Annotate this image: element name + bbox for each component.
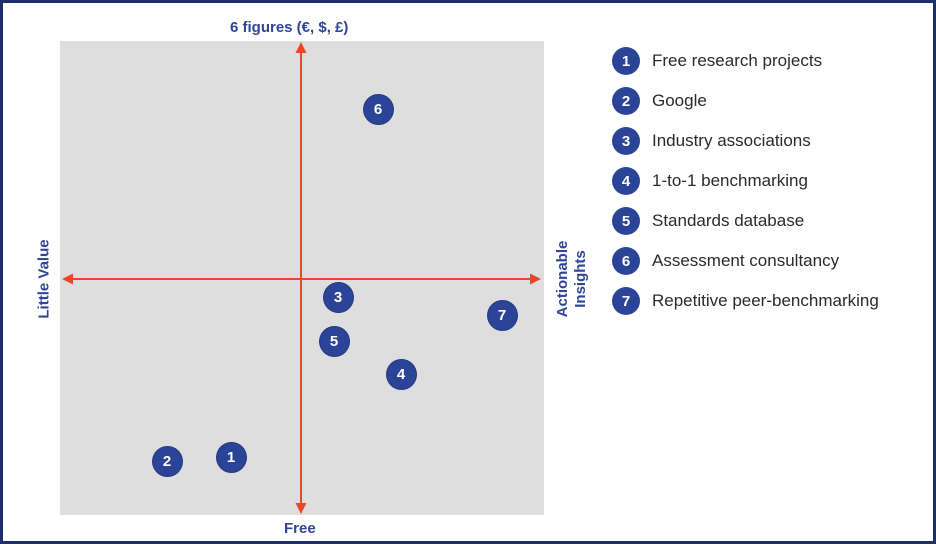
axis-label-bottom: Free bbox=[284, 520, 316, 537]
legend-item: 1 Free research projects bbox=[612, 41, 879, 81]
arrow-left-icon bbox=[62, 273, 73, 285]
legend-item: 7 Repetitive peer-benchmarking bbox=[612, 281, 879, 321]
legend-label: Free research projects bbox=[652, 51, 823, 70]
data-point-3: 3 bbox=[323, 282, 353, 312]
axis-label-top: 6 figures (€, $, £) bbox=[230, 19, 349, 36]
legend-number-badge: 5 bbox=[612, 207, 640, 235]
legend-number-badge: 2 bbox=[612, 87, 640, 115]
arrow-down-icon bbox=[295, 503, 307, 514]
legend-number-badge: 3 bbox=[612, 127, 640, 155]
legend-number-badge: 6 bbox=[612, 247, 640, 275]
legend-item: 5 Standards database bbox=[612, 201, 879, 241]
axis-label-left: Little Value bbox=[35, 239, 53, 319]
legend-label: 1-to-1 benchmarking bbox=[652, 171, 808, 190]
arrow-right-icon bbox=[530, 273, 541, 285]
legend-item: 3 Industry associations bbox=[612, 121, 879, 161]
legend: 1 Free research projects 2 Google 3 Indu… bbox=[612, 41, 879, 321]
data-point-7: 7 bbox=[487, 300, 517, 330]
data-point-4: 4 bbox=[386, 359, 416, 389]
axis-label-right: Actionable Insights bbox=[554, 240, 589, 318]
legend-item: 6 Assessment consultancy bbox=[612, 241, 879, 281]
legend-item: 4 1-to-1 benchmarking bbox=[612, 161, 879, 201]
legend-number-badge: 7 bbox=[612, 287, 640, 315]
legend-number-badge: 4 bbox=[612, 167, 640, 195]
legend-label: Repetitive peer-benchmarking bbox=[652, 291, 879, 310]
legend-label: Standards database bbox=[652, 211, 805, 230]
legend-number-badge: 1 bbox=[612, 47, 640, 75]
legend-label: Google bbox=[652, 91, 707, 110]
data-point-2: 2 bbox=[152, 446, 182, 476]
legend-item: 2 Google bbox=[612, 81, 879, 121]
data-point-5: 5 bbox=[319, 326, 349, 356]
data-point-1: 1 bbox=[216, 442, 246, 472]
arrow-up-icon bbox=[295, 42, 307, 53]
legend-label: Assessment consultancy bbox=[652, 251, 840, 270]
data-point-6: 6 bbox=[363, 94, 393, 124]
legend-label: Industry associations bbox=[652, 131, 811, 150]
